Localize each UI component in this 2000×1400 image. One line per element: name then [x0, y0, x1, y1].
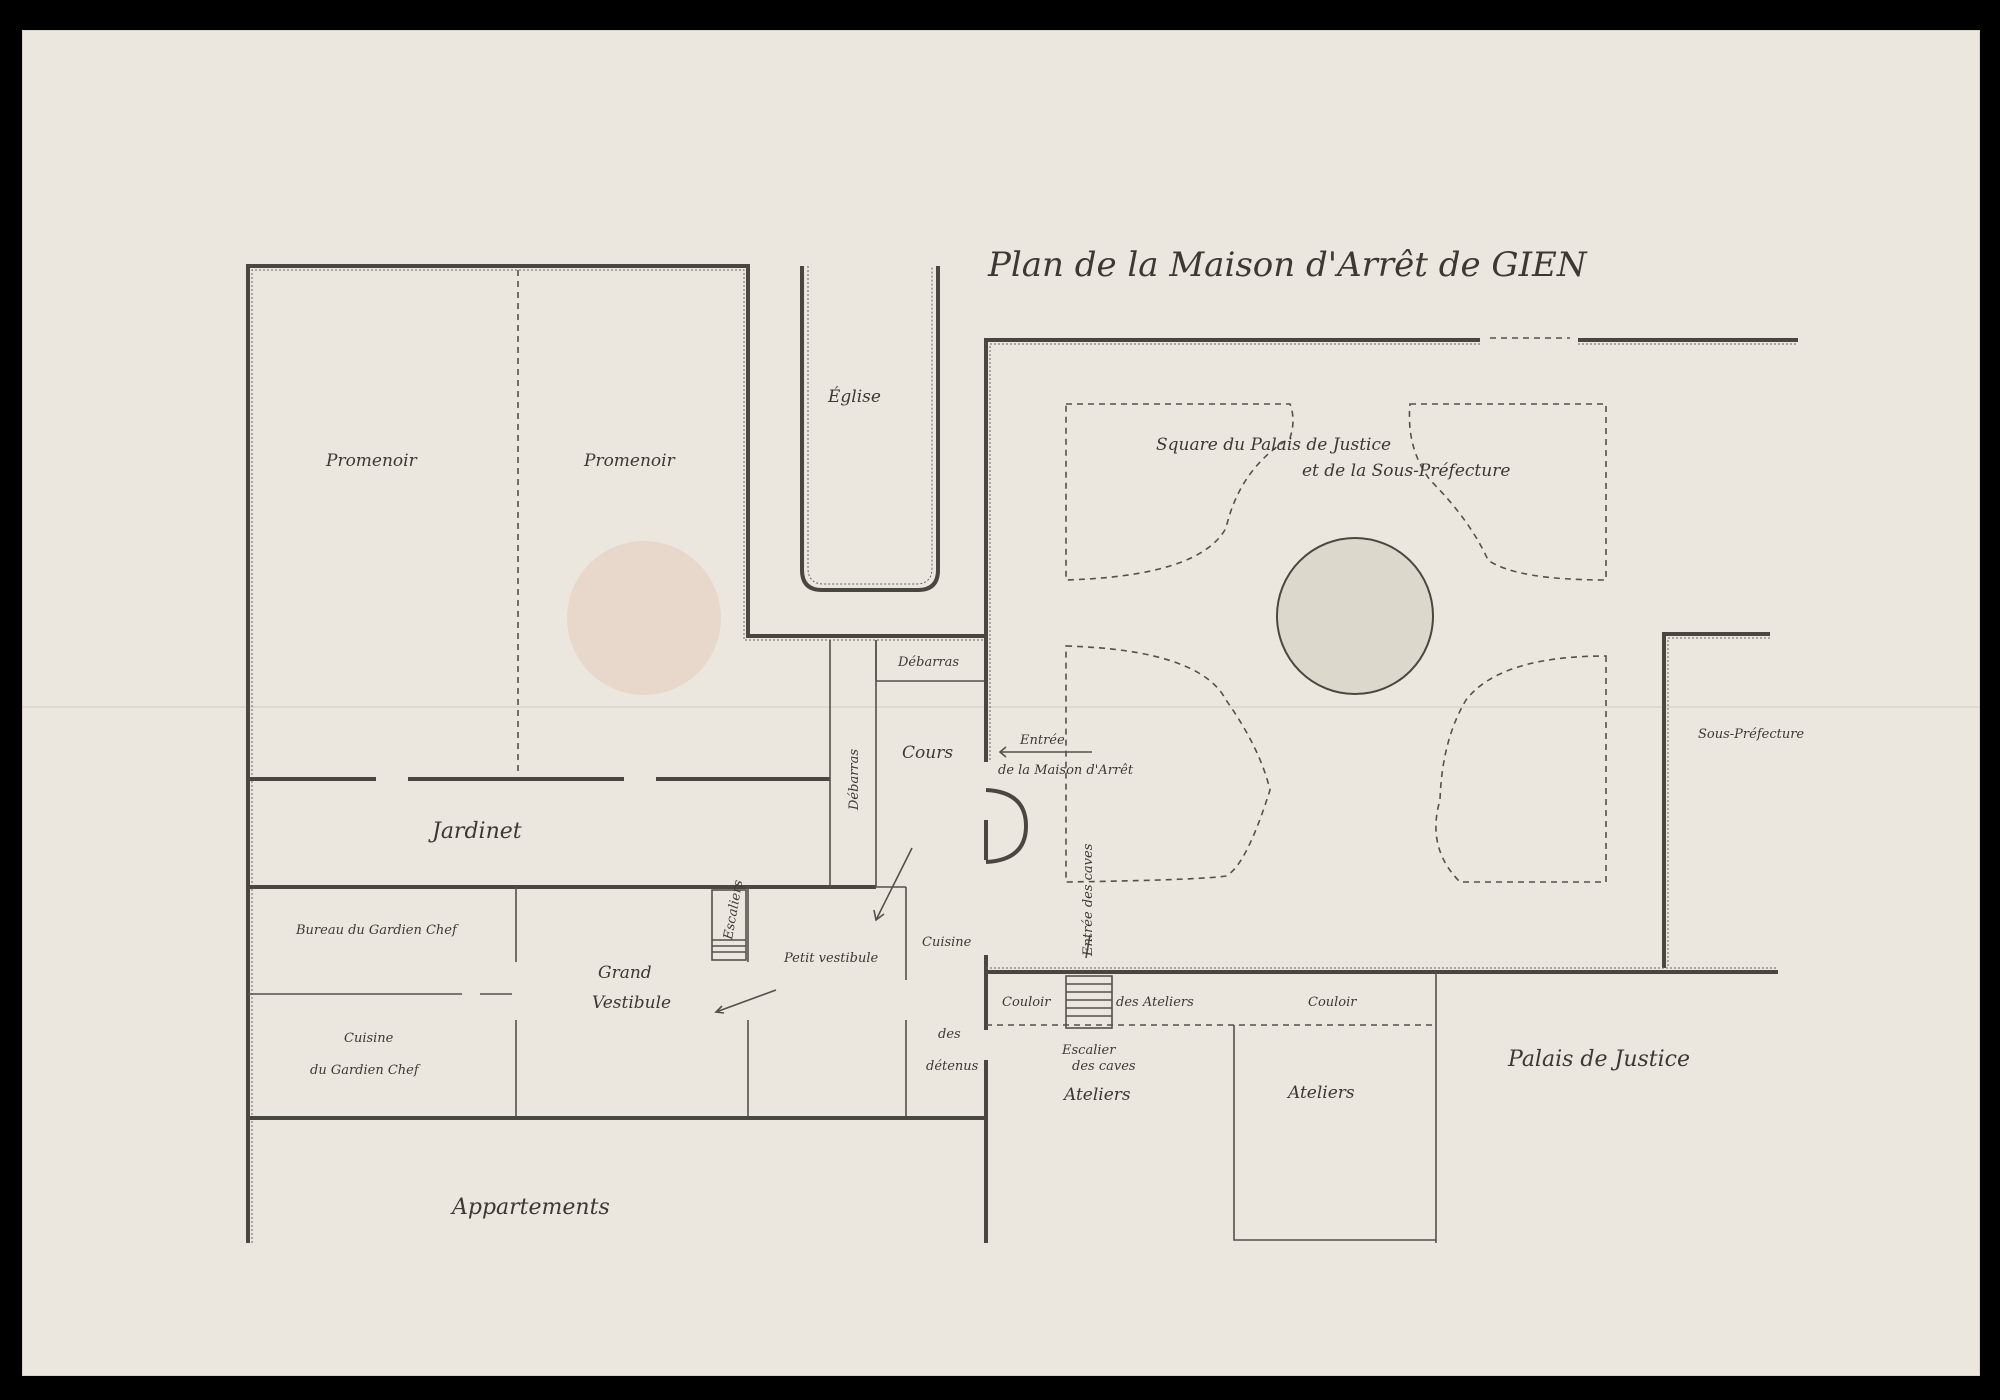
paper-stain — [567, 541, 721, 695]
arrow-caves — [1085, 934, 1091, 959]
label-square-1: Square du Palais de Justice — [1156, 435, 1391, 455]
label-cours: Cours — [902, 743, 953, 763]
label-palais: Palais de Justice — [1507, 1047, 1690, 1072]
label-ateliers-2: Ateliers — [1286, 1083, 1355, 1103]
stairs-caves — [1065, 975, 1113, 1029]
fountain-basin — [1276, 537, 1434, 695]
label-detenus: détenus — [926, 1059, 979, 1074]
label-des-ateliers: des Ateliers — [1116, 995, 1194, 1010]
label-cuisine-gc-1: Cuisine — [344, 1031, 394, 1046]
paper-fold — [22, 706, 1980, 708]
label-escalier-2: des caves — [1072, 1059, 1136, 1074]
square-garden-beds — [1065, 403, 1607, 883]
label-cuisine-gc-2: du Gardien Chef — [310, 1063, 421, 1078]
arrow-cours — [873, 847, 913, 922]
label-debarras-side: Débarras — [847, 749, 862, 811]
label-square-2: et de la Sous-Préfecture — [1302, 461, 1510, 481]
label-entree-1: Entrée — [1019, 733, 1065, 748]
label-jardinet: Jardinet — [428, 819, 522, 844]
label-entree-2: de la Maison d'Arrêt — [998, 763, 1134, 778]
label-escalier-1: Escalier — [1061, 1043, 1116, 1058]
label-entree-caves: Entrée des caves — [1081, 843, 1096, 957]
label-promenoir-2: Promenoir — [583, 451, 676, 471]
label-couloir-1: Couloir — [1002, 995, 1051, 1010]
label-debarras-top: Débarras — [897, 655, 959, 670]
prison-walls — [246, 264, 1798, 1243]
label-grand-2: Vestibule — [592, 993, 671, 1013]
stairs-small — [712, 939, 746, 953]
arrow-vestibule — [714, 989, 777, 1014]
label-cuisine: Cuisine — [922, 935, 972, 950]
label-appartements: Appartements — [450, 1195, 610, 1220]
label-promenoir-1: Promenoir — [325, 451, 418, 471]
label-couloir-2: Couloir — [1308, 995, 1357, 1010]
label-ateliers-1: Ateliers — [1062, 1085, 1131, 1105]
label-des: des — [938, 1027, 961, 1042]
plan-title: Plan de la Maison d'Arrêt de GIEN — [987, 245, 1588, 285]
label-petit-vestibule: Petit vestibule — [783, 951, 879, 966]
arrow-entrance — [998, 746, 1092, 758]
label-grand-1: Grand — [598, 963, 652, 983]
label-bureau: Bureau du Gardien Chef — [295, 923, 459, 938]
label-sous-prefecture: Sous-Préfecture — [1698, 727, 1804, 742]
paper-sheet — [22, 30, 1980, 1376]
label-eglise: Église — [827, 386, 881, 407]
